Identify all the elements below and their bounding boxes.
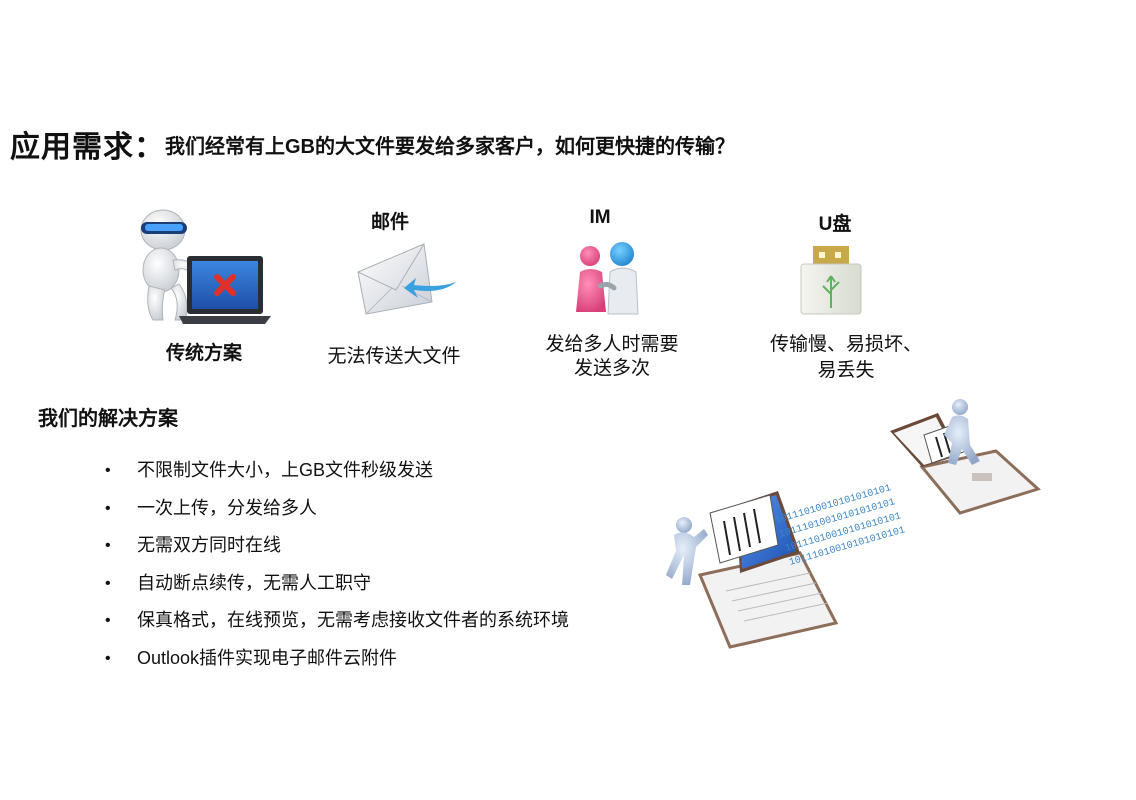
method-im-desc-line2: 发送多次	[573, 358, 650, 379]
robot-laptop-x-icon	[140, 209, 271, 324]
method-im-title: IM	[589, 207, 611, 228]
method-usb-desc-line2: 易丢失	[817, 360, 875, 381]
two-people-icon	[576, 242, 639, 315]
file-transfer-illustration: 10111010010101010101 1011101001010101010…	[666, 399, 1041, 649]
solution-bullet-list: 不限制文件大小，上GB文件秒级发送 一次上传，分发给多人 无需双方同时在线 自动…	[105, 458, 569, 683]
laptop-left-icon	[666, 491, 839, 649]
list-item: 无需双方同时在线	[105, 533, 569, 571]
method-traditional-label: 传统方案	[165, 343, 242, 364]
list-item: 保真格式，在线预览，无需考虑接收文件者的系统环境	[105, 608, 569, 646]
method-im-desc-line1: 发给多人时需要	[545, 334, 679, 355]
method-usb-desc-line1: 传输慢、易损坏、	[769, 334, 922, 355]
list-item: 不限制文件大小，上GB文件秒级发送	[105, 458, 569, 496]
method-email-desc: 无法传送大文件	[327, 346, 461, 367]
method-email-title: 邮件	[370, 212, 409, 233]
list-item: 一次上传，分发给多人	[105, 496, 569, 534]
page-question: 我们经常有上GB的大文件要发给多家客户，如何更快捷的传输？	[165, 136, 735, 158]
usb-drive-icon	[800, 246, 862, 315]
laptop-right-icon	[890, 399, 1041, 515]
envelope-icon	[357, 243, 456, 315]
method-usb-title: U盘	[818, 214, 852, 235]
list-item: Outlook插件实现电子邮件云附件	[105, 646, 569, 684]
list-item: 自动断点续传，无需人工职守	[105, 571, 569, 609]
solution-heading: 我们的解决方案	[38, 408, 178, 430]
page-title: 应用需求：	[10, 131, 165, 164]
